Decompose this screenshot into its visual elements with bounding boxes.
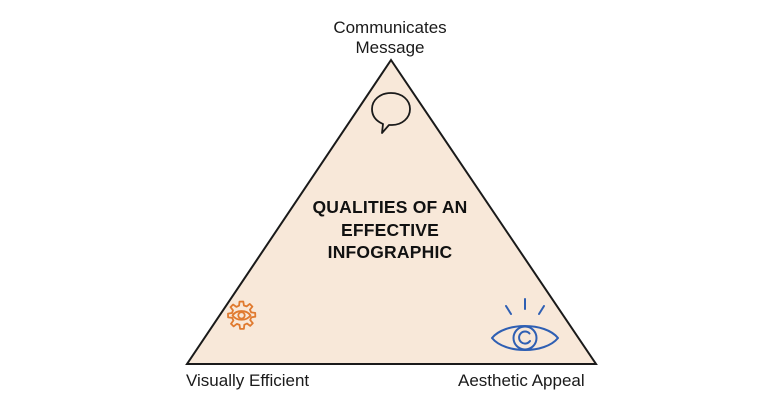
gear-inner-pupil: [237, 311, 246, 320]
speech-bubble-icon: [371, 92, 411, 134]
eye-icon: [491, 298, 559, 351]
eye-lash: [538, 305, 545, 315]
aesthetic-appeal-label: Aesthetic Appeal: [458, 371, 585, 390]
eye-lash: [505, 305, 512, 315]
communicates-message-label: Communicates Message: [290, 18, 490, 58]
visually-efficient-label: Visually Efficient: [186, 371, 310, 390]
title-line-2: EFFECTIVE: [340, 219, 440, 240]
eye-pupil: [518, 330, 531, 345]
gear-eye-icon: [227, 300, 257, 330]
top-label-line-2: Message: [355, 38, 425, 57]
title-line-3: INFOGRAPHIC: [327, 242, 453, 262]
eye-outline: [491, 325, 559, 351]
title-line-1: QUALITIES OF AN: [312, 197, 468, 217]
top-label-line-1: Communicates: [333, 18, 447, 37]
gear-inner-eye: [231, 310, 252, 321]
gear-outline: [227, 300, 257, 330]
eye-iris: [512, 325, 538, 351]
diagram-title: QUALITIES OF AN EFFECTIVE INFOGRAPHIC: [290, 196, 490, 264]
qualities-triangle: [185, 58, 598, 365]
